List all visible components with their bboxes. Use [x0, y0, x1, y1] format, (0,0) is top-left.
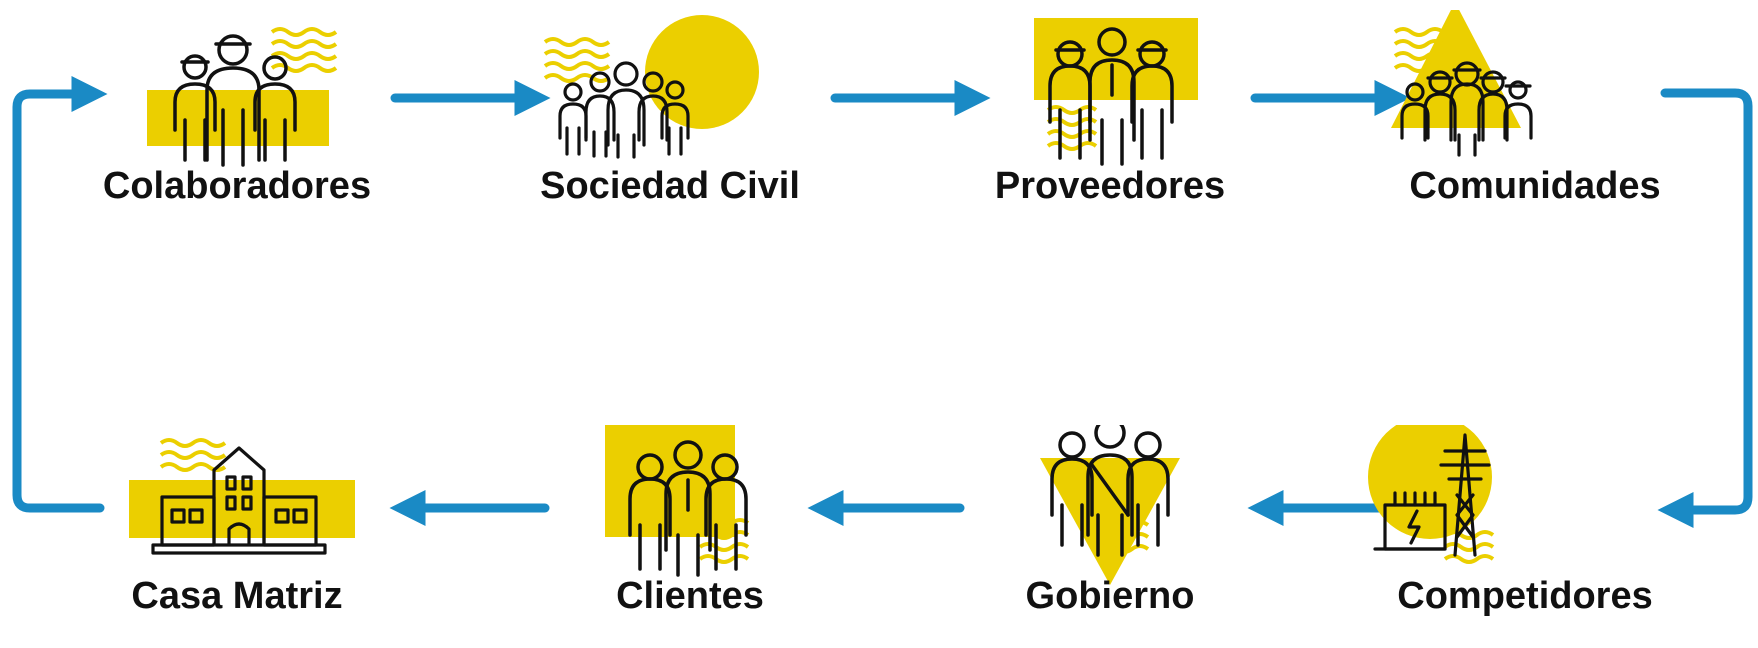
people-group-icon: [543, 15, 759, 159]
node-label: Gobierno: [1025, 575, 1195, 617]
node-comunidades: Comunidades: [1355, 10, 1715, 250]
node-label: Clientes: [616, 575, 764, 617]
node-label: Casa Matriz: [131, 575, 343, 617]
node-competidores: Competidores: [1345, 425, 1705, 648]
government-group-icon: [1040, 425, 1180, 585]
power-tower-icon: [1368, 425, 1495, 564]
node-label: Colaboradores: [102, 165, 372, 207]
node-clientes: Clientes: [510, 425, 870, 648]
node-proveedores: Proveedores: [930, 10, 1290, 250]
node-label: Comunidades: [1409, 165, 1661, 207]
node-sociedad-civil: Sociedad Civil: [490, 10, 850, 250]
node-label: Competidores: [1397, 575, 1653, 617]
community-group-icon: [1391, 10, 1533, 157]
arrow-casa-to-colaboradores: [12, 76, 108, 513]
headquarters-building-icon: [129, 438, 355, 555]
node-label: Proveedores: [994, 165, 1226, 207]
workers-group-icon: [147, 27, 338, 167]
arrow-comunidades-to-competidores: [1657, 88, 1753, 528]
node-colaboradores: Colaboradores: [57, 10, 417, 250]
node-label: Sociedad Civil: [540, 165, 800, 207]
suppliers-group-icon: [1034, 18, 1198, 166]
clients-group-icon: [605, 425, 750, 577]
node-gobierno: Gobierno: [930, 425, 1290, 648]
node-casa-matriz: Casa Matriz: [57, 425, 417, 648]
